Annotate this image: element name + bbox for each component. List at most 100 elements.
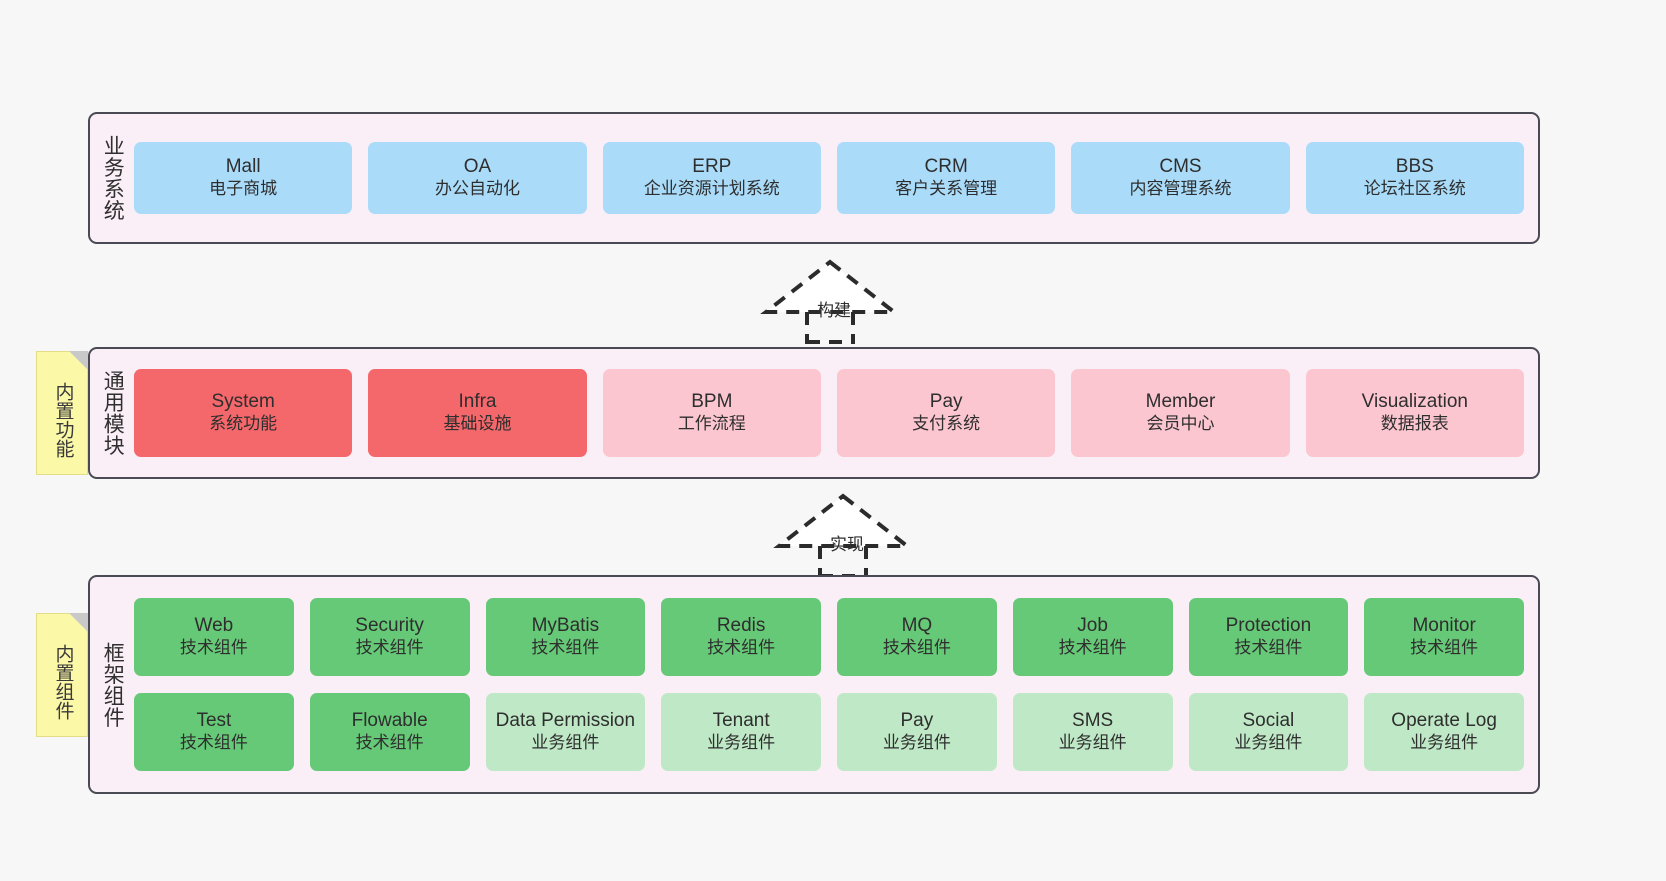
business-row: Mall 电子商城 OA 办公自动化 ERP 企业资源计划系统 CRM 客户关系… bbox=[134, 142, 1524, 214]
card-subtitle: 技术组件 bbox=[355, 733, 424, 753]
module-card-member[interactable]: Member 会员中心 bbox=[1071, 369, 1290, 457]
card-title: Security bbox=[355, 615, 424, 637]
card-subtitle: 技术组件 bbox=[1410, 638, 1479, 658]
card-title: Mall bbox=[225, 156, 261, 178]
card-title: OA bbox=[463, 156, 492, 178]
business-card-erp[interactable]: ERP 企业资源计划系统 bbox=[602, 142, 821, 214]
generalization-arrowhead bbox=[760, 259, 900, 314]
card-subtitle: 内容管理系统 bbox=[1129, 179, 1232, 199]
card-title: Tenant bbox=[712, 710, 770, 732]
layer-business-label: 业务系统 bbox=[101, 135, 125, 221]
card-title: Infra bbox=[458, 391, 497, 413]
business-card-mall[interactable]: Mall 电子商城 bbox=[134, 142, 353, 214]
component-card-pay[interactable]: Pay 业务组件 bbox=[837, 693, 997, 771]
card-subtitle: 业务组件 bbox=[707, 733, 776, 753]
component-card-security[interactable]: Security 技术组件 bbox=[309, 598, 470, 676]
layer-framework-body: Web 技术组件 Security 技术组件 MyBatis 技术组件 Redi… bbox=[134, 577, 1538, 792]
module-card-visualization[interactable]: Visualization 数据报表 bbox=[1305, 369, 1524, 457]
card-subtitle: 业务组件 bbox=[882, 733, 951, 753]
card-title: BPM bbox=[691, 391, 733, 413]
card-subtitle: 会员中心 bbox=[1146, 414, 1215, 434]
card-title: Test bbox=[196, 710, 232, 732]
component-card-operate-log[interactable]: Operate Log 业务组件 bbox=[1364, 693, 1524, 771]
card-subtitle: 数据报表 bbox=[1380, 414, 1449, 434]
layer-common-modules: 通用模块 System 系统功能 Infra 基础设施 BPM 工作流程 Pay… bbox=[88, 347, 1540, 479]
module-card-pay[interactable]: Pay 支付系统 bbox=[836, 369, 1056, 457]
component-card-test[interactable]: Test 技术组件 bbox=[134, 693, 294, 771]
card-title: Visualization bbox=[1361, 391, 1468, 413]
card-title: Social bbox=[1242, 710, 1295, 732]
component-card-protection[interactable]: Protection 技术组件 bbox=[1188, 598, 1349, 676]
component-card-monitor[interactable]: Monitor 技术组件 bbox=[1364, 598, 1524, 676]
business-card-crm[interactable]: CRM 客户关系管理 bbox=[836, 142, 1056, 214]
card-title: Operate Log bbox=[1391, 710, 1497, 732]
card-subtitle: 技术组件 bbox=[179, 638, 248, 658]
connector-build-label: 构建 bbox=[817, 301, 851, 320]
business-card-oa[interactable]: OA 办公自动化 bbox=[368, 142, 587, 214]
component-card-job[interactable]: Job 技术组件 bbox=[1012, 598, 1173, 676]
common-row: System 系统功能 Infra 基础设施 BPM 工作流程 Pay 支付系统… bbox=[134, 369, 1524, 457]
card-subtitle: 工作流程 bbox=[677, 414, 746, 434]
card-title: Redis bbox=[716, 615, 766, 637]
card-title: Monitor bbox=[1412, 615, 1476, 637]
layer-framework-components: 框架组件 Web 技术组件 Security 技术组件 MyBatis 技术组件… bbox=[88, 575, 1540, 794]
card-subtitle: 业务组件 bbox=[1234, 733, 1303, 753]
card-title: Job bbox=[1077, 615, 1108, 637]
layer-business-body: Mall 电子商城 OA 办公自动化 ERP 企业资源计划系统 CRM 客户关系… bbox=[134, 114, 1538, 242]
component-card-flowable[interactable]: Flowable 技术组件 bbox=[309, 693, 470, 771]
card-title: Pay bbox=[900, 710, 934, 732]
layer-business-systems: 业务系统 Mall 电子商城 OA 办公自动化 ERP 企业资源计划系统 CRM… bbox=[88, 112, 1540, 244]
card-title: Protection bbox=[1225, 615, 1312, 637]
component-card-sms[interactable]: SMS 业务组件 bbox=[1012, 693, 1173, 771]
card-subtitle: 业务组件 bbox=[531, 733, 600, 753]
card-subtitle: 支付系统 bbox=[912, 414, 981, 434]
note-text: 内置功能 bbox=[52, 382, 74, 458]
connector-build: 构建 bbox=[755, 258, 905, 344]
component-card-data-permission[interactable]: Data Permission 业务组件 bbox=[485, 693, 646, 771]
card-subtitle: 技术组件 bbox=[1234, 638, 1303, 658]
card-subtitle: 电子商城 bbox=[209, 179, 278, 199]
note-text: 内置组件 bbox=[52, 644, 74, 720]
card-subtitle: 企业资源计划系统 bbox=[643, 179, 780, 199]
business-card-cms[interactable]: CMS 内容管理系统 bbox=[1071, 142, 1290, 214]
layer-common-label: 通用模块 bbox=[101, 370, 125, 456]
note-builtin-components: 内置组件 bbox=[36, 613, 88, 737]
layer-framework-label: 框架组件 bbox=[101, 641, 125, 728]
component-card-redis[interactable]: Redis 技术组件 bbox=[661, 598, 821, 676]
card-subtitle: 办公自动化 bbox=[434, 179, 520, 199]
card-title: Flowable bbox=[351, 710, 428, 732]
component-card-tenant[interactable]: Tenant 业务组件 bbox=[661, 693, 821, 771]
module-card-system[interactable]: System 系统功能 bbox=[134, 369, 353, 457]
business-card-bbs[interactable]: BBS 论坛社区系统 bbox=[1305, 142, 1524, 214]
card-subtitle: 技术组件 bbox=[179, 733, 248, 753]
card-title: CRM bbox=[924, 156, 968, 178]
card-subtitle: 论坛社区系统 bbox=[1363, 179, 1466, 199]
connector-implement-label: 实现 bbox=[830, 535, 864, 554]
component-card-mybatis[interactable]: MyBatis 技术组件 bbox=[485, 598, 646, 676]
component-card-web[interactable]: Web 技术组件 bbox=[134, 598, 294, 676]
card-title: MQ bbox=[901, 615, 933, 637]
card-subtitle: 客户关系管理 bbox=[895, 179, 998, 199]
component-card-mq[interactable]: MQ 技术组件 bbox=[837, 598, 997, 676]
card-subtitle: 技术组件 bbox=[882, 638, 951, 658]
framework-row-1: Web 技术组件 Security 技术组件 MyBatis 技术组件 Redi… bbox=[134, 598, 1524, 676]
card-title: System bbox=[211, 391, 275, 413]
card-title: CMS bbox=[1159, 156, 1202, 178]
card-title: MyBatis bbox=[531, 615, 600, 637]
card-subtitle: 技术组件 bbox=[707, 638, 776, 658]
card-subtitle: 技术组件 bbox=[531, 638, 600, 658]
generalization-arrowhead bbox=[773, 493, 913, 548]
card-subtitle: 基础设施 bbox=[443, 414, 512, 434]
card-title: Data Permission bbox=[495, 710, 636, 732]
card-title: Web bbox=[194, 615, 234, 637]
card-subtitle: 技术组件 bbox=[355, 638, 424, 658]
module-card-infra[interactable]: Infra 基础设施 bbox=[368, 369, 587, 457]
card-title: SMS bbox=[1072, 710, 1114, 732]
card-title: Pay bbox=[929, 391, 963, 413]
card-subtitle: 业务组件 bbox=[1058, 733, 1127, 753]
connector-implement: 实现 bbox=[768, 492, 918, 578]
card-subtitle: 技术组件 bbox=[1058, 638, 1127, 658]
module-card-bpm[interactable]: BPM 工作流程 bbox=[602, 369, 821, 457]
component-card-social[interactable]: Social 业务组件 bbox=[1188, 693, 1349, 771]
